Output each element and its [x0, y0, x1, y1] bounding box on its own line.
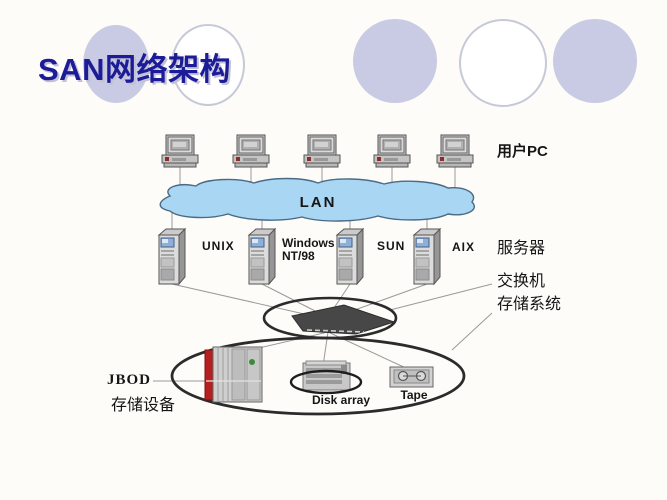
storage-device-cn-label: 存储设备	[111, 396, 175, 414]
decor-circle-filled-left	[83, 25, 149, 103]
switch-cn-label: 交换机	[497, 272, 545, 290]
server-tower-icon-unix	[158, 228, 186, 285]
decor-circle-filled-right	[553, 19, 637, 103]
switch-group	[262, 296, 398, 340]
storage-system-ellipse	[170, 336, 466, 416]
server-label-unix: UNIX	[202, 239, 235, 253]
server-tower-icon-aix	[413, 228, 441, 285]
jbod-label: JBOD	[107, 372, 151, 388]
pc-icon	[303, 134, 341, 168]
storage-system-cn-label: 存储系统	[497, 295, 561, 313]
switch-icon	[291, 304, 396, 335]
lan-label: LAN	[300, 194, 337, 211]
slide-title: SAN网络架构	[38, 52, 231, 87]
lan-cloud-shape	[159, 177, 475, 222]
lan-cloud: LAN	[159, 177, 475, 222]
pc-row: 用户PC	[161, 134, 548, 168]
server-label-aix: AIX	[452, 240, 475, 254]
pc-icon	[232, 134, 270, 168]
jbod-group	[204, 346, 263, 403]
decor-circle-filled-mid	[353, 19, 437, 103]
server-tower-icon-sun	[336, 228, 364, 285]
server-label-windows-line2: NT/98	[282, 249, 315, 263]
disk-array-group: Disk array	[289, 360, 370, 407]
server-label-windows: Windows	[282, 236, 335, 250]
tape-label: Tape	[400, 388, 427, 402]
user-pc-label: 用户PC	[497, 142, 548, 160]
servers-cn-label: 服务器	[497, 239, 545, 257]
pc-icon	[161, 134, 199, 168]
decor-circle-outline-left	[171, 24, 245, 106]
decor-circle-outline-right	[459, 19, 547, 107]
side-labels: 服务器 交换机 存储系统	[497, 239, 561, 313]
pc-icon	[436, 134, 474, 168]
jbod-led	[249, 359, 255, 365]
disk-array-label: Disk array	[312, 393, 370, 407]
server-row: UNIX Windows NT/98 SUN AIX	[158, 228, 475, 285]
server-tower-icon-windows	[248, 228, 276, 285]
disk-array-ellipse	[289, 369, 363, 395]
tape-group: Tape	[389, 366, 434, 402]
pc-icon	[373, 134, 411, 168]
server-label-sun: SUN	[377, 239, 405, 253]
storage-callout-labels: JBOD 存储设备	[107, 372, 175, 414]
switch-ports-detail	[306, 329, 365, 333]
jbod-stripe	[204, 349, 214, 401]
